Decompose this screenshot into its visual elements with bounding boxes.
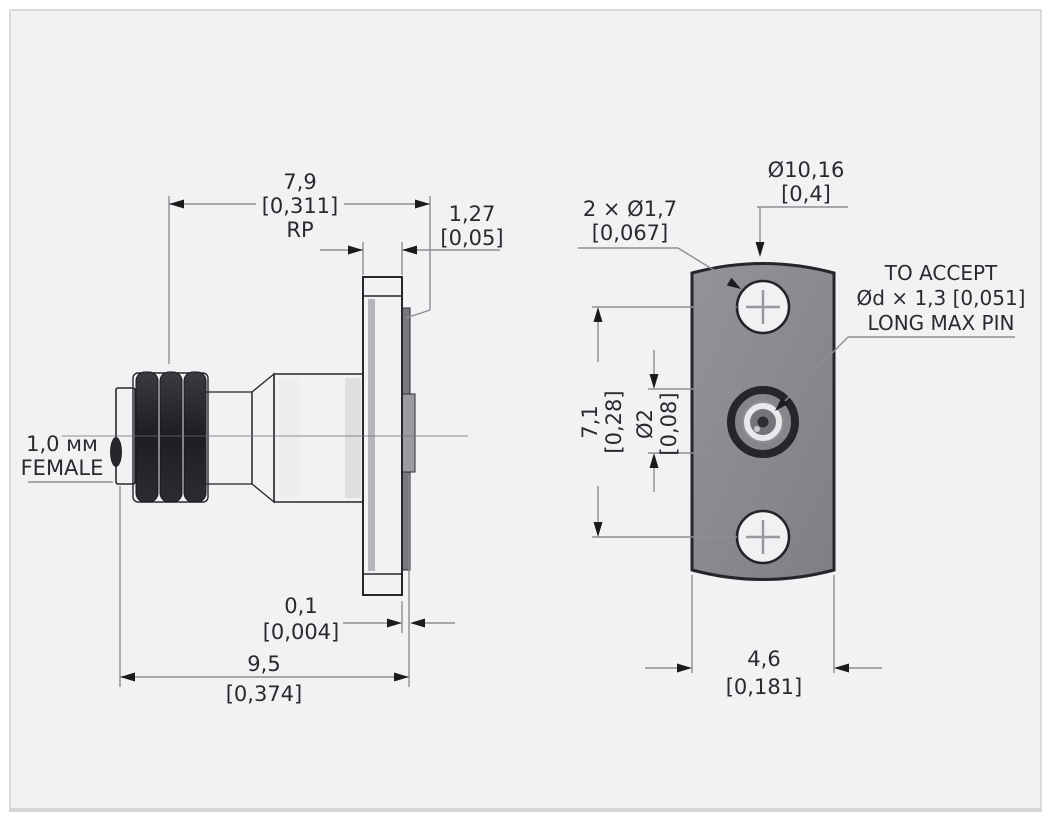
- rear-boss: [401, 393, 416, 473]
- dim-holes-value: 2 × Ø1,7: [583, 197, 677, 221]
- dim-rp-length: 7,9 [0,311] RP: [168, 170, 431, 364]
- dim-rp-inches: [0,311]: [262, 194, 339, 218]
- pin-note: TO ACCEPT Ød × 1,3 [0,051] LONG MAX PIN: [775, 261, 1025, 411]
- thread-crest: [159, 371, 183, 503]
- side-view: 7,9 [0,311] RP 1,27 [0,05] 1,0 мм FEMALE: [21, 170, 504, 706]
- dim-bore-inches: [0,08]: [657, 392, 681, 455]
- interface-label-line2: FEMALE: [21, 456, 104, 480]
- dim-bore-value: Ø2: [633, 409, 657, 439]
- mounting-hole-top: [735, 279, 791, 335]
- dim-flange-height: Ø10,16 [0,4]: [755, 158, 848, 257]
- dim-rp-value: 7,9: [283, 170, 316, 194]
- dim-standoff-inches: [0,004]: [263, 620, 340, 644]
- dim-flange-thickness: 1,27 [0,05]: [320, 202, 504, 275]
- threaded-section: [132, 371, 209, 503]
- dim-overall-inches: [0,374]: [226, 682, 303, 706]
- pin-note-line3: LONG MAX PIN: [868, 311, 1015, 335]
- dim-thickness-inches: [0,05]: [440, 226, 503, 250]
- dim-interface-bore: Ø2 [0,08]: [633, 350, 735, 492]
- interface-label: 1,0 мм FEMALE: [21, 432, 113, 483]
- dim-flange-width: 4,6 [0,181]: [645, 575, 882, 699]
- dim-overall-length: 9,5 [0,374]: [119, 474, 410, 706]
- dim-width-inches: [0,181]: [726, 675, 803, 699]
- pin-note-line1: TO ACCEPT: [884, 261, 998, 285]
- cone-transition: [251, 372, 275, 504]
- neck-cylinder: [205, 391, 253, 485]
- dim-spacing-value: 7,1: [578, 405, 602, 438]
- dim-hole-spacing: 7,1 [0,28]: [578, 306, 737, 538]
- dim-rp-suffix: RP: [286, 218, 313, 242]
- dim-mounting-holes: 2 × Ø1,7 [0,067]: [578, 197, 741, 289]
- dim-holes-inches: [0,067]: [592, 221, 669, 245]
- dim-standoff-value: 0,1: [284, 594, 317, 618]
- face-view: Ø10,16 [0,4] 2 × Ø1,7 [0,067] TO ACCEPT …: [578, 158, 1025, 699]
- dim-overall-value: 9,5: [247, 652, 280, 676]
- dim-height-value: Ø10,16: [768, 158, 845, 182]
- thread-crest: [135, 371, 159, 503]
- pin-note-line2: Ød × 1,3 [0,051]: [857, 286, 1026, 310]
- dim-thickness-value: 1,27: [449, 202, 496, 226]
- dim-height-inches: [0,4]: [781, 182, 831, 206]
- flange-top-cap: [362, 276, 403, 297]
- flange-bottom-cap: [362, 573, 403, 596]
- mounting-hole-bottom: [735, 509, 791, 565]
- thread-crest: [183, 371, 207, 503]
- dim-spacing-inches: [0,28]: [602, 390, 626, 453]
- body-cylinder: [273, 373, 364, 503]
- dim-standoff: 0,1 [0,004]: [263, 594, 455, 644]
- dim-width-value: 4,6: [747, 647, 780, 671]
- interface-label-line1: 1,0 мм: [26, 432, 98, 456]
